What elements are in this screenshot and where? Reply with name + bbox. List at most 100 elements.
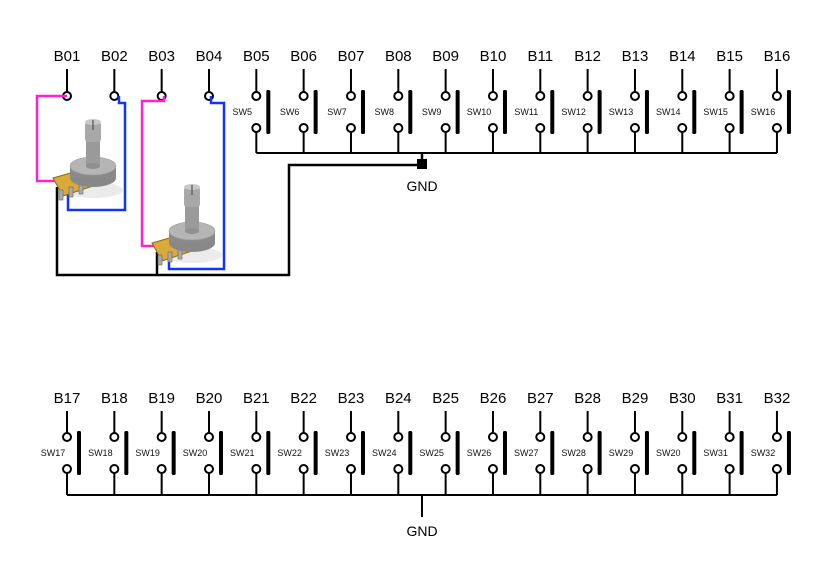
terminal-icon (156, 432, 167, 442)
terminal-icon (771, 91, 782, 101)
switch-actuator-icon (408, 90, 413, 134)
terminal-icon (62, 432, 72, 442)
button-label-b10: B10 (480, 48, 507, 65)
pink-wiper-wire (35, 94, 67, 183)
terminal-icon (393, 91, 404, 101)
pot-pin (157, 254, 163, 266)
button-label-b08: B08 (385, 48, 412, 65)
switch-label: SW13 (609, 107, 634, 117)
switch-actuator-icon (644, 431, 649, 475)
switch-label: SW31 (703, 448, 728, 458)
switch-label: SW14 (656, 107, 681, 117)
switch-actuator-icon (124, 431, 129, 475)
terminal-icon (298, 464, 309, 474)
switch-actuator-icon (218, 431, 223, 475)
ground-label: GND (406, 523, 437, 539)
terminal-icon (629, 432, 640, 442)
switch-actuator-icon (739, 90, 744, 134)
button-label-b07: B07 (338, 48, 365, 65)
switch-actuator-icon (266, 431, 271, 475)
button-label-b18: B18 (101, 390, 128, 407)
button-label-b30: B30 (669, 390, 696, 407)
button-label-b26: B26 (480, 390, 507, 407)
button-label-b12: B12 (574, 48, 601, 65)
terminal-icon (109, 91, 120, 101)
switch-label: SW29 (609, 448, 634, 458)
button-label-b14: B14 (669, 48, 696, 65)
terminal-icon (440, 123, 451, 133)
switch-actuator-icon (644, 90, 649, 134)
terminal-icon (771, 123, 782, 133)
button-label-b31: B31 (716, 390, 743, 407)
terminal-icon (487, 91, 498, 101)
button-label-b06: B06 (290, 48, 317, 65)
switch-label: SW19 (135, 448, 160, 458)
terminal-icon (582, 123, 593, 133)
terminal-icon (487, 123, 498, 133)
terminal-icon (771, 432, 782, 442)
switch-actuator-icon (266, 90, 271, 134)
pot-pin (68, 186, 74, 198)
switch-actuator-icon (597, 431, 602, 475)
pot-pin (58, 189, 64, 201)
switch-label: SW10 (467, 107, 492, 117)
switch-actuator-icon (313, 90, 318, 134)
switch-actuator-icon (692, 431, 697, 475)
terminal-icon (677, 123, 688, 133)
terminal-icon (677, 432, 688, 442)
terminal-icon (724, 91, 735, 101)
terminal-icon (345, 432, 356, 442)
pot-knob (184, 187, 200, 207)
terminal-icon (724, 464, 735, 474)
switch-actuator-icon (739, 431, 744, 475)
ground-label: GND (406, 178, 437, 194)
potentiometer-2 (151, 184, 222, 266)
terminal-icon (440, 432, 451, 442)
terminal-icon (677, 91, 688, 101)
potentiometer-1 (52, 119, 123, 201)
terminal-icon (487, 432, 498, 442)
switch-label: SW27 (514, 448, 539, 458)
switch-actuator-icon (502, 90, 507, 134)
terminal-icon (629, 464, 640, 474)
button-label-b15: B15 (716, 48, 743, 65)
terminal-icon (345, 123, 356, 133)
terminal-icon (298, 123, 309, 133)
pot-pin (167, 251, 173, 263)
switch-label: SW11 (514, 107, 538, 117)
terminal-icon (535, 91, 546, 101)
button-label-b22: B22 (290, 390, 317, 407)
button-label-b13: B13 (622, 48, 649, 65)
terminal-icon (109, 464, 120, 474)
terminal-icon (629, 91, 640, 101)
terminal-icon (345, 464, 356, 474)
switch-actuator-icon (360, 90, 365, 134)
switch-label: SW22 (277, 448, 302, 458)
terminal-icon (582, 432, 593, 442)
button-label-b24: B24 (385, 390, 412, 407)
button-label-b23: B23 (338, 390, 365, 407)
terminal-icon (440, 464, 451, 474)
switch-label: SW9 (422, 107, 442, 117)
switch-actuator-icon (550, 431, 555, 475)
switch-actuator-icon (502, 431, 507, 475)
terminal-icon (203, 432, 214, 442)
terminal-icon (582, 91, 593, 101)
terminal-icon (582, 464, 593, 474)
button-label-b16: B16 (764, 48, 791, 65)
terminal-icon (393, 464, 404, 474)
button-label-b11: B11 (528, 48, 554, 65)
terminal-icon (535, 432, 546, 442)
terminal-icon (251, 432, 262, 442)
button-label-b29: B29 (622, 390, 649, 407)
terminal-icon (156, 464, 167, 474)
terminal-icon (109, 432, 120, 442)
terminal-icon (487, 464, 498, 474)
button-label-b32: B32 (764, 390, 791, 407)
terminal-icon (535, 123, 546, 133)
terminal-icon (298, 432, 309, 442)
terminal-icon (298, 91, 309, 101)
button-label-b01: B01 (54, 48, 81, 65)
button-label-b20: B20 (196, 390, 223, 407)
